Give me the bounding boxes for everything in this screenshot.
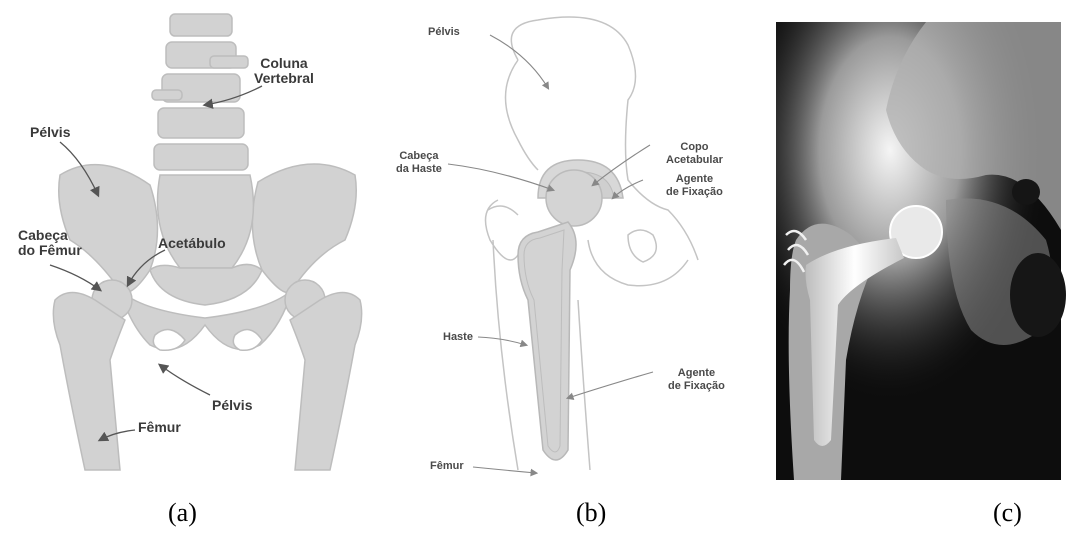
label-femur: Fêmur <box>138 420 181 435</box>
label-stem: Haste <box>443 331 473 344</box>
prosthesis-stem <box>518 222 576 460</box>
xray-foramen-small <box>1012 179 1040 205</box>
label-femur: Fêmur <box>430 460 464 473</box>
panel-c-xray <box>776 0 1076 480</box>
stem-head <box>546 170 602 226</box>
caption-c: (c) <box>993 498 1022 528</box>
label-pelvis-top: Pélvis <box>30 125 70 140</box>
label-acetabulum: Acetábulo <box>158 236 226 251</box>
obturator-foramina <box>153 330 262 351</box>
spine-vertebrae <box>152 14 248 170</box>
hip-xray-image <box>776 0 1076 480</box>
femur-bones <box>53 280 361 470</box>
caption-a: (a) <box>168 498 197 528</box>
xray-foramen-large <box>1010 253 1066 337</box>
label-pelvis: Pélvis <box>428 26 460 39</box>
prosthesis-illustration <box>378 0 748 480</box>
label-pelvis-bottom: Pélvis <box>212 398 252 413</box>
caption-b: (b) <box>576 498 606 528</box>
